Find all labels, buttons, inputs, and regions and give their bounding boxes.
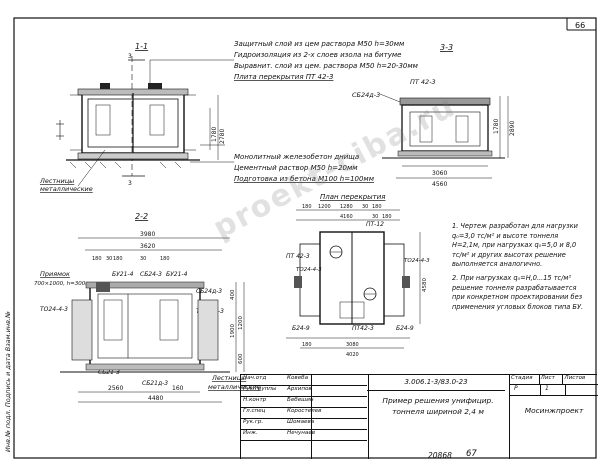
note-line: Защитный слой из цем раствора М50 h=30мм <box>234 40 405 48</box>
side-strip: Инв.№ подл. Подпись и дата Взам.инв.№ <box>2 290 14 460</box>
svg-text:180: 180 <box>113 256 123 262</box>
svg-text:Лестницы: Лестницы <box>39 177 74 185</box>
svg-text:Лестницы: Лестницы <box>211 374 246 382</box>
stage-values: Р 1 <box>510 385 598 396</box>
svg-text:2560: 2560 <box>108 385 123 392</box>
note-line: Гидроизоляция из 2-х слоев изола на биту… <box>234 51 401 59</box>
bottom-code: 20868 <box>428 451 452 460</box>
section-1-1-title: 1-1 <box>135 42 148 51</box>
svg-text:4160: 4160 <box>340 214 353 220</box>
note-line: Подготовка из бетона М100 h=100мм <box>234 175 375 183</box>
section-3-3: 3-3 ПТ 42-3 СБ24д-3 3060 4560 1780 2890 <box>352 43 516 188</box>
svg-text:1280: 1280 <box>340 204 353 210</box>
svg-text:1780: 1780 <box>493 119 500 134</box>
svg-text:30: 30 <box>106 256 112 262</box>
svg-text:1200: 1200 <box>238 316 244 330</box>
svg-text:30: 30 <box>362 204 368 210</box>
svg-text:металлические: металлические <box>208 383 261 391</box>
side-strip-text: Инв.№ подл. Подпись и дата Взам.инв.№ <box>4 311 12 452</box>
svg-text:180: 180 <box>382 214 392 220</box>
svg-text:Б24-9: Б24-9 <box>292 325 310 332</box>
svg-text:180: 180 <box>302 342 312 348</box>
organization: Мосинжпроект <box>524 406 584 415</box>
svg-text:ПТ 42-3: ПТ 42-3 <box>410 78 436 86</box>
svg-text:ПТ-12: ПТ-12 <box>366 221 384 228</box>
svg-text:1200: 1200 <box>318 204 331 210</box>
svg-text:ТО24-4-3: ТО24-4-3 <box>40 306 68 313</box>
svg-text:400: 400 <box>230 289 236 300</box>
svg-text:СБ24д-3: СБ24д-3 <box>196 288 222 295</box>
svg-text:4580: 4580 <box>422 278 428 292</box>
svg-text:180: 180 <box>92 256 102 262</box>
note-item: 1. Чертеж разработан для нагрузки q₀=3,0… <box>452 222 578 269</box>
svg-text:3: 3 <box>128 180 132 187</box>
section-3-3-title: 3-3 <box>440 43 453 52</box>
doc-code: 3.006.1-3/83.0-23 <box>367 378 505 391</box>
svg-text:2780: 2780 <box>219 129 226 144</box>
plan-title: План перекрытия <box>320 193 386 201</box>
svg-text:700×1000, h=300мм: 700×1000, h=300мм <box>34 281 94 287</box>
svg-text:180: 180 <box>372 204 382 210</box>
svg-text:ПТ42-3: ПТ42-3 <box>352 325 374 332</box>
section-1-1-notes: Защитный слой из цем раствора М50 h=30мм… <box>190 40 419 183</box>
svg-text:180: 180 <box>160 256 170 262</box>
svg-text:30: 30 <box>140 256 146 262</box>
svg-text:600: 600 <box>238 353 244 364</box>
svg-text:160: 160 <box>172 385 184 392</box>
svg-text:2890: 2890 <box>509 121 516 136</box>
section-2-2-title: 2-2 <box>135 212 148 221</box>
role-row: Инж. Нечунаев <box>241 430 367 441</box>
svg-text:ПТ 42-3: ПТ 42-3 <box>286 253 310 260</box>
svg-text:СБ24-3: СБ24-3 <box>140 271 162 278</box>
roles-table: Нач.отд Ковеба Рук.группы Архипов Н.конт… <box>241 375 367 441</box>
svg-text:БУ21-4: БУ21-4 <box>166 271 188 278</box>
note-line: Монолитный железобетон днища <box>234 153 359 161</box>
svg-text:СБ24д-3: СБ24д-3 <box>352 91 380 99</box>
svg-text:3620: 3620 <box>140 243 155 250</box>
note-line: Плита перекрытия ПТ 42-3 <box>234 73 333 81</box>
svg-text:180: 180 <box>302 204 312 210</box>
svg-text:ТО24-4-3: ТО24-4-3 <box>296 267 322 273</box>
sheet-frame <box>13 17 597 459</box>
svg-text:4020: 4020 <box>346 352 359 358</box>
svg-text:4480: 4480 <box>148 395 163 402</box>
svg-text:3980: 3980 <box>140 231 155 238</box>
svg-text:ТО24-4-3: ТО24-4-3 <box>404 258 430 264</box>
role-row: Нач.отд Ковеба <box>241 375 367 386</box>
section-2-2: 2-2 3980 3620 180 30 180 30 180 Приямок … <box>34 212 261 403</box>
title-block: 3.006.1-3/83.0-23 Нач.отд Ковеба Рук.гру… <box>240 374 598 459</box>
svg-text:БУ21-4: БУ21-4 <box>112 271 134 278</box>
role-row: Рук.гр. Шомаева <box>241 419 367 430</box>
note-line: Цементный раствор М50 h=20мм <box>234 164 358 172</box>
svg-text:3060: 3060 <box>432 170 447 177</box>
svg-text:4560: 4560 <box>432 181 447 188</box>
svg-text:Приямок: Приямок <box>40 270 70 278</box>
svg-text:металлические: металлические <box>40 185 93 193</box>
svg-text:3: 3 <box>128 53 132 60</box>
bottom-page: 67 <box>466 449 477 459</box>
stage-header: Стадия Лист Листов <box>510 375 598 385</box>
svg-text:СБ21д-3: СБ21д-3 <box>142 380 168 387</box>
floor-plan: План перекрытия 180 1200 1280 30 180 416… <box>286 193 430 358</box>
role-row: Н.контр Бебешин <box>241 397 367 408</box>
svg-text:30: 30 <box>372 214 378 220</box>
svg-text:Б24-9: Б24-9 <box>396 325 414 332</box>
note-item: 2. При нагрузках q₀=H,0...15 тс/м² решен… <box>452 273 584 311</box>
svg-text:1900: 1900 <box>230 324 236 338</box>
svg-text:1780: 1780 <box>211 127 218 142</box>
svg-text:3080: 3080 <box>346 342 359 348</box>
role-row: Гл.спец Коростелев <box>241 408 367 419</box>
role-row: Рук.группы Архипов <box>241 386 367 397</box>
note-line: Выравнит. слой из цем. раствора М50 h=20… <box>234 62 419 70</box>
general-notes: 1. Чертеж разработан для нагрузки q₀=3,0… <box>452 222 584 312</box>
page-number: 66 <box>575 21 585 30</box>
drawing-title: Пример решения унифицир. тоннеля шириной… <box>382 396 494 416</box>
section-1-1: 1-1 3 1780 2780 <box>39 42 234 193</box>
